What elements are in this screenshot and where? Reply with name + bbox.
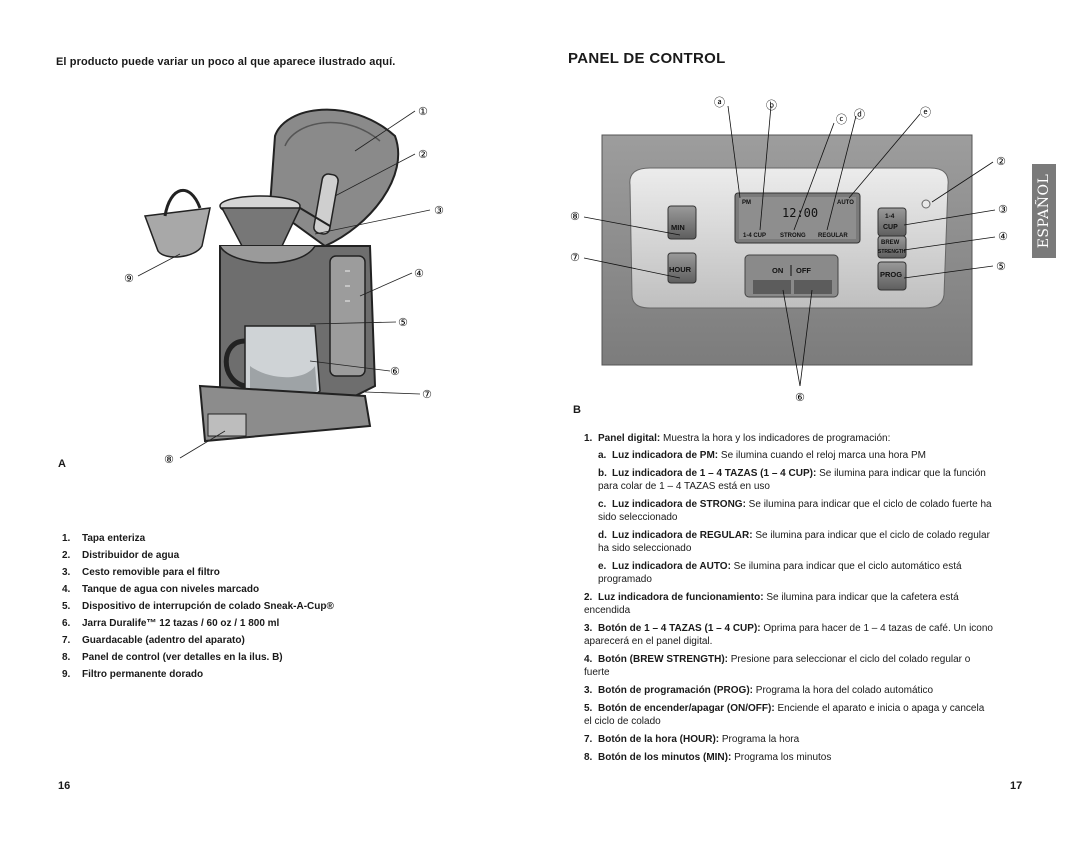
callout-6: ⑥	[795, 391, 805, 404]
list-item: 4.Botón (BREW STRENGTH): Presione para s…	[584, 654, 971, 678]
list-item: 2.Luz indicadora de funcionamiento: Se i…	[584, 592, 959, 616]
coffee-maker-illustration: ① ② ③ ④ ⑤ ⑥ ⑦ ⑧ ⑨	[124, 105, 444, 466]
callout-5: ⑤	[398, 316, 408, 329]
callout-1: ①	[418, 105, 428, 118]
control-panel-illustration: PM AUTO 12:00 1-4 CUP STRONG REGULAR MIN…	[570, 96, 1008, 404]
list-item: 4.Tanque de agua con niveles marcado	[62, 584, 260, 595]
display-pm: PM	[742, 200, 751, 206]
brew-label-top: BREW	[881, 240, 900, 246]
off-button[interactable]: OFF	[796, 266, 811, 275]
page-number-right: 17	[1010, 780, 1023, 792]
list-item: 8.Botón de los minutos (MIN): Programa l…	[584, 752, 832, 763]
callout-3: ③	[998, 203, 1008, 216]
figure-label-a: A	[58, 458, 66, 470]
display-regular: REGULAR	[818, 233, 848, 239]
power-indicator-light	[921, 199, 931, 209]
list-item: a.Luz indicadora de PM: Se ilumina cuand…	[598, 450, 927, 461]
list-item: c.Luz indicadora de STRONG: Se ilumina p…	[598, 499, 992, 523]
list-item: 2.Distribuidor de agua	[62, 550, 180, 561]
callout-5: ⑤	[996, 260, 1006, 273]
hour-button[interactable]	[667, 252, 697, 284]
cup-label-top: 1-4	[885, 213, 895, 220]
list-item: 3.Botón de 1 – 4 TAZAS (1 – 4 CUP): Opri…	[584, 623, 993, 647]
page-number-left: 16	[58, 780, 71, 792]
list-item: 5.Botón de encender/apagar (ON/OFF): Enc…	[584, 703, 985, 727]
parts-list: 1.Tapa enteriza 2.Distribuidor de agua 3…	[62, 530, 334, 683]
list-item: 8.Panel de control (ver detalles en la i…	[62, 652, 283, 663]
brew-strength-button[interactable]	[877, 235, 907, 259]
callout-b: ⓑ	[766, 99, 777, 112]
list-item: e.Luz indicadora de AUTO: Se ilumina par…	[598, 561, 962, 585]
hour-label: HOUR	[669, 265, 692, 274]
list-item: b.Luz indicadora de 1 – 4 TAZAS (1 – 4 C…	[598, 468, 986, 492]
callout-7: ⑦	[570, 251, 580, 264]
callout-7: ⑦	[422, 388, 432, 401]
list-item: 6.Jarra Duralife™ 12 tazas / 60 oz / 1 8…	[62, 618, 280, 629]
list-item: 1.Panel digital: Muestra la hora y los i…	[584, 432, 994, 586]
callout-4: ④	[998, 230, 1008, 243]
prog-label: PROG	[880, 270, 902, 279]
callout-2: ②	[418, 148, 428, 161]
callout-6: ⑥	[390, 365, 400, 378]
cup-label-bottom: CUP	[883, 224, 898, 231]
list-item: 1.Tapa enteriza	[62, 533, 146, 544]
callout-a: ⓐ	[714, 96, 725, 109]
callout-2: ②	[996, 155, 1006, 168]
callout-e: ⓔ	[920, 106, 931, 119]
figure-label-b: B	[573, 404, 581, 416]
min-button[interactable]	[667, 205, 697, 240]
callout-c: ⓒ	[836, 113, 847, 126]
callout-8: ⑧	[164, 453, 174, 466]
callout-4: ④	[414, 267, 424, 280]
brew-label-bottom: STRENGTH	[878, 249, 906, 255]
list-item: d.Luz indicadora de REGULAR: Se ilumina …	[598, 530, 990, 554]
callout-8: ⑧	[570, 210, 580, 223]
prog-button[interactable]	[877, 261, 907, 291]
list-item: 3.Botón de programación (PROG): Programa…	[584, 685, 934, 696]
page-title: PANEL DE CONTROL	[568, 50, 726, 67]
callout-9: ⑨	[124, 272, 134, 285]
control-descriptions: 1.Panel digital: Muestra la hora y los i…	[584, 432, 994, 769]
display-strong: STRONG	[780, 233, 806, 239]
min-label: MIN	[671, 223, 685, 232]
list-item: 7.Guardacable (adentro del aparato)	[62, 635, 245, 646]
list-item: 7.Botón de la hora (HOUR): Programa la h…	[584, 734, 800, 745]
list-item: 9.Filtro permanente dorado	[62, 669, 204, 680]
list-item: 3.Cesto removible para el filtro	[62, 567, 220, 578]
display-cup: 1-4 CUP	[743, 233, 766, 239]
language-tab: ESPAÑOL	[1032, 164, 1056, 258]
callout-d: ⓓ	[854, 108, 865, 121]
list-item: 5.Dispositivo de interrupción de colado …	[62, 601, 334, 612]
callout-3: ③	[434, 204, 444, 217]
display-auto: AUTO	[837, 200, 854, 206]
product-note: El producto puede variar un poco al que …	[56, 56, 396, 68]
on-button[interactable]: ON	[772, 266, 783, 275]
